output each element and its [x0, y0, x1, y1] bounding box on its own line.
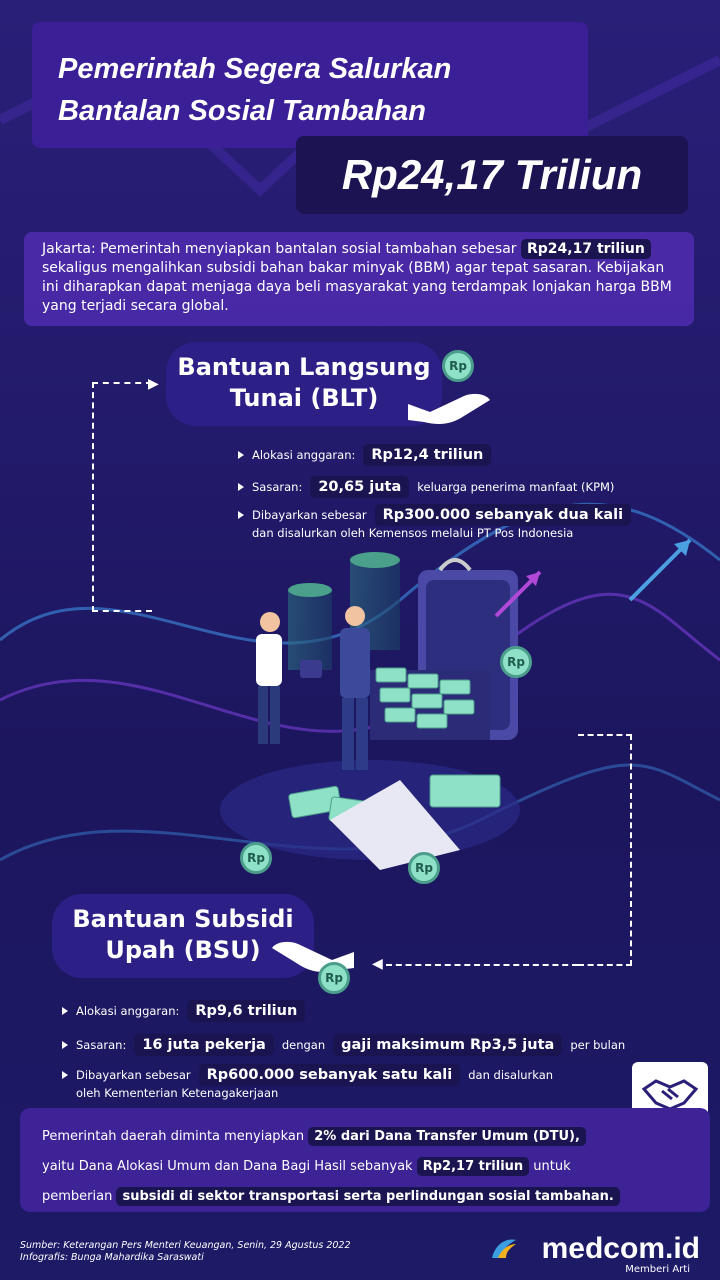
intro-highlight: Rp24,17 triliun: [520, 239, 651, 259]
bsu-alokasi: Alokasi anggaran:Rp9,6 triliun: [62, 1000, 306, 1022]
tagline: Memberi Arti: [625, 1264, 690, 1275]
title-box: [32, 22, 588, 148]
hand-icon: [408, 393, 490, 424]
logo-icon: [490, 1236, 518, 1260]
blt-bayar-rest: dan disalurkan oleh Kemensos melalui PT …: [252, 526, 574, 540]
illustration: [200, 550, 540, 890]
coin-icon-2: Rp: [408, 852, 440, 884]
business-illustration: [220, 552, 520, 870]
page-title: Pemerintah Segera Salurkan Bantalan Sosi…: [58, 53, 452, 127]
bsu-title-box: [52, 894, 314, 978]
bottom-text: Pemerintah daerah diminta menyiapkan 2% …: [42, 1122, 702, 1212]
blt-connector: [92, 382, 152, 612]
bsu-title: Bantuan Subsidi Upah (BSU): [72, 905, 294, 964]
arrow-up-icon: [628, 538, 692, 602]
bsu-connector: [578, 734, 632, 966]
footer-source: Sumber: Keterangan Pers Menteri Keuangan…: [20, 1240, 351, 1263]
blt-arrow-icon: ▶: [148, 376, 159, 392]
bsu-arrow-icon: ◀: [372, 956, 383, 972]
bsu-connector-line: [386, 964, 578, 966]
total-amount: Rp24,17 Triliun: [341, 151, 643, 198]
logo: medcom.id: [541, 1232, 700, 1265]
blt-title: Bantuan Langsung Tunai (BLT): [177, 353, 431, 412]
coin-icon-3: Rp: [500, 646, 532, 678]
rp-coin-icon-bsu: Rp: [318, 962, 350, 994]
amount-box: [296, 136, 688, 214]
bsu-bayar-rest: oleh Kementerian Ketenagakerjaan: [76, 1086, 279, 1100]
arrow-up-icon-2: [494, 570, 542, 618]
intro-text: Jakarta: Pemerintah menyiapkan bantalan …: [42, 239, 672, 314]
handshake-icon: [641, 1079, 699, 1111]
coin-icon-1: Rp: [240, 842, 272, 874]
blt-alokasi: Alokasi anggaran:Rp12,4 triliun: [238, 444, 492, 466]
rp-coin-icon: Rp: [442, 350, 474, 382]
blt-title-box: [166, 342, 442, 426]
